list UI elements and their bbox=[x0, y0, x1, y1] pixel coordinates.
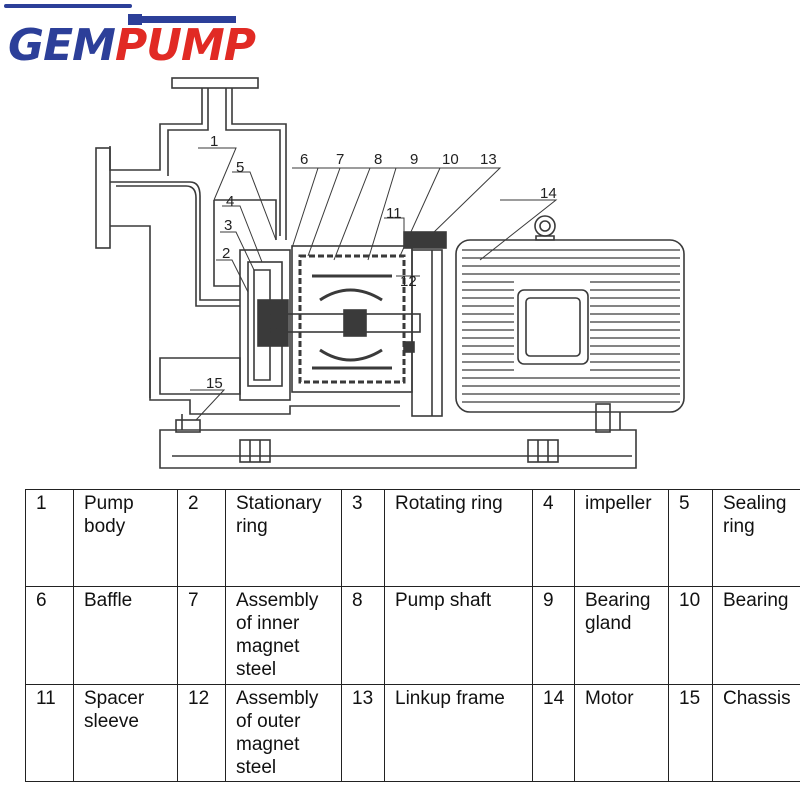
logo-text-gem: GEM bbox=[8, 20, 116, 71]
part-name: Pump body bbox=[73, 488, 178, 588]
callout-1: 1 bbox=[210, 133, 218, 150]
terminal-box bbox=[517, 289, 589, 365]
callout-3: 3 bbox=[224, 217, 232, 234]
part-number: 2 bbox=[177, 488, 226, 588]
logo-wordmark: GEMPUMP bbox=[8, 20, 256, 71]
part-number: 10 bbox=[668, 586, 713, 685]
callout-5: 5 bbox=[236, 159, 244, 176]
callout-2: 2 bbox=[222, 245, 230, 262]
part-name: impeller bbox=[574, 488, 669, 588]
gempump-logo: GEMPUMP bbox=[4, 4, 256, 76]
part-number: 6 bbox=[25, 586, 74, 685]
callout-9: 9 bbox=[410, 151, 418, 168]
part-name: Rotating ring bbox=[384, 488, 533, 588]
part-name: Assembly of inner magnet steel bbox=[225, 586, 342, 685]
part-name: Sealing ring bbox=[712, 488, 800, 588]
discharge-flange bbox=[171, 77, 259, 89]
callout-4: 4 bbox=[226, 193, 234, 210]
part-name: Baffle bbox=[73, 586, 178, 685]
part-number: 13 bbox=[341, 683, 385, 783]
part-name: Chassis bbox=[712, 683, 800, 783]
part-number: 7 bbox=[177, 586, 226, 685]
part-name: Bearing bbox=[712, 586, 800, 685]
table-row: 1 Pump body 2 Stationary ring 3 Rotating… bbox=[25, 488, 800, 588]
lifting-eye bbox=[534, 215, 556, 237]
callout-12: 12 bbox=[400, 273, 417, 290]
pump-cross-section-drawing: 1 2 3 4 5 6 7 8 9 10 13 11 12 14 15 bbox=[95, 77, 685, 469]
part-number: 14 bbox=[532, 683, 575, 783]
logo-text-pump: PUMP bbox=[114, 20, 256, 71]
logo-bar bbox=[136, 16, 236, 23]
parts-table: 1 Pump body 2 Stationary ring 3 Rotating… bbox=[25, 488, 800, 783]
callout-13: 13 bbox=[480, 151, 497, 168]
part-name: Bearing gland bbox=[574, 586, 669, 685]
part-number: 3 bbox=[341, 488, 385, 588]
part-name: Linkup frame bbox=[384, 683, 533, 783]
linkup-frame bbox=[411, 249, 443, 417]
callout-11: 11 bbox=[386, 205, 402, 222]
part-name: Stationary ring bbox=[225, 488, 342, 588]
table-row: 11 Spacer sleeve 12 Assembly of outer ma… bbox=[25, 683, 800, 783]
logo-swoosh bbox=[4, 4, 132, 8]
part-number: 9 bbox=[532, 586, 575, 685]
callout-15: 15 bbox=[206, 375, 223, 392]
motor-body bbox=[455, 239, 685, 413]
callout-14: 14 bbox=[540, 185, 557, 202]
table-row: 6 Baffle 7 Assembly of inner magnet stee… bbox=[25, 586, 800, 685]
callout-8: 8 bbox=[374, 151, 382, 168]
part-number: 12 bbox=[177, 683, 226, 783]
suction-flange bbox=[95, 147, 111, 249]
part-name: Motor bbox=[574, 683, 669, 783]
part-number: 8 bbox=[341, 586, 385, 685]
callout-10: 10 bbox=[442, 151, 459, 168]
part-name: Spacer sleeve bbox=[73, 683, 178, 783]
part-number: 5 bbox=[668, 488, 713, 588]
part-name: Assembly of outer magnet steel bbox=[225, 683, 342, 783]
part-name: Pump shaft bbox=[384, 586, 533, 685]
part-number: 11 bbox=[25, 683, 74, 783]
part-number: 15 bbox=[668, 683, 713, 783]
callout-6: 6 bbox=[300, 151, 308, 168]
logo-bar-cap bbox=[128, 14, 142, 25]
part-number: 1 bbox=[25, 488, 74, 588]
seal-housing bbox=[239, 249, 291, 401]
chassis bbox=[159, 429, 637, 469]
part-number: 4 bbox=[532, 488, 575, 588]
callout-7: 7 bbox=[336, 151, 344, 168]
pump-shaft bbox=[259, 313, 421, 333]
